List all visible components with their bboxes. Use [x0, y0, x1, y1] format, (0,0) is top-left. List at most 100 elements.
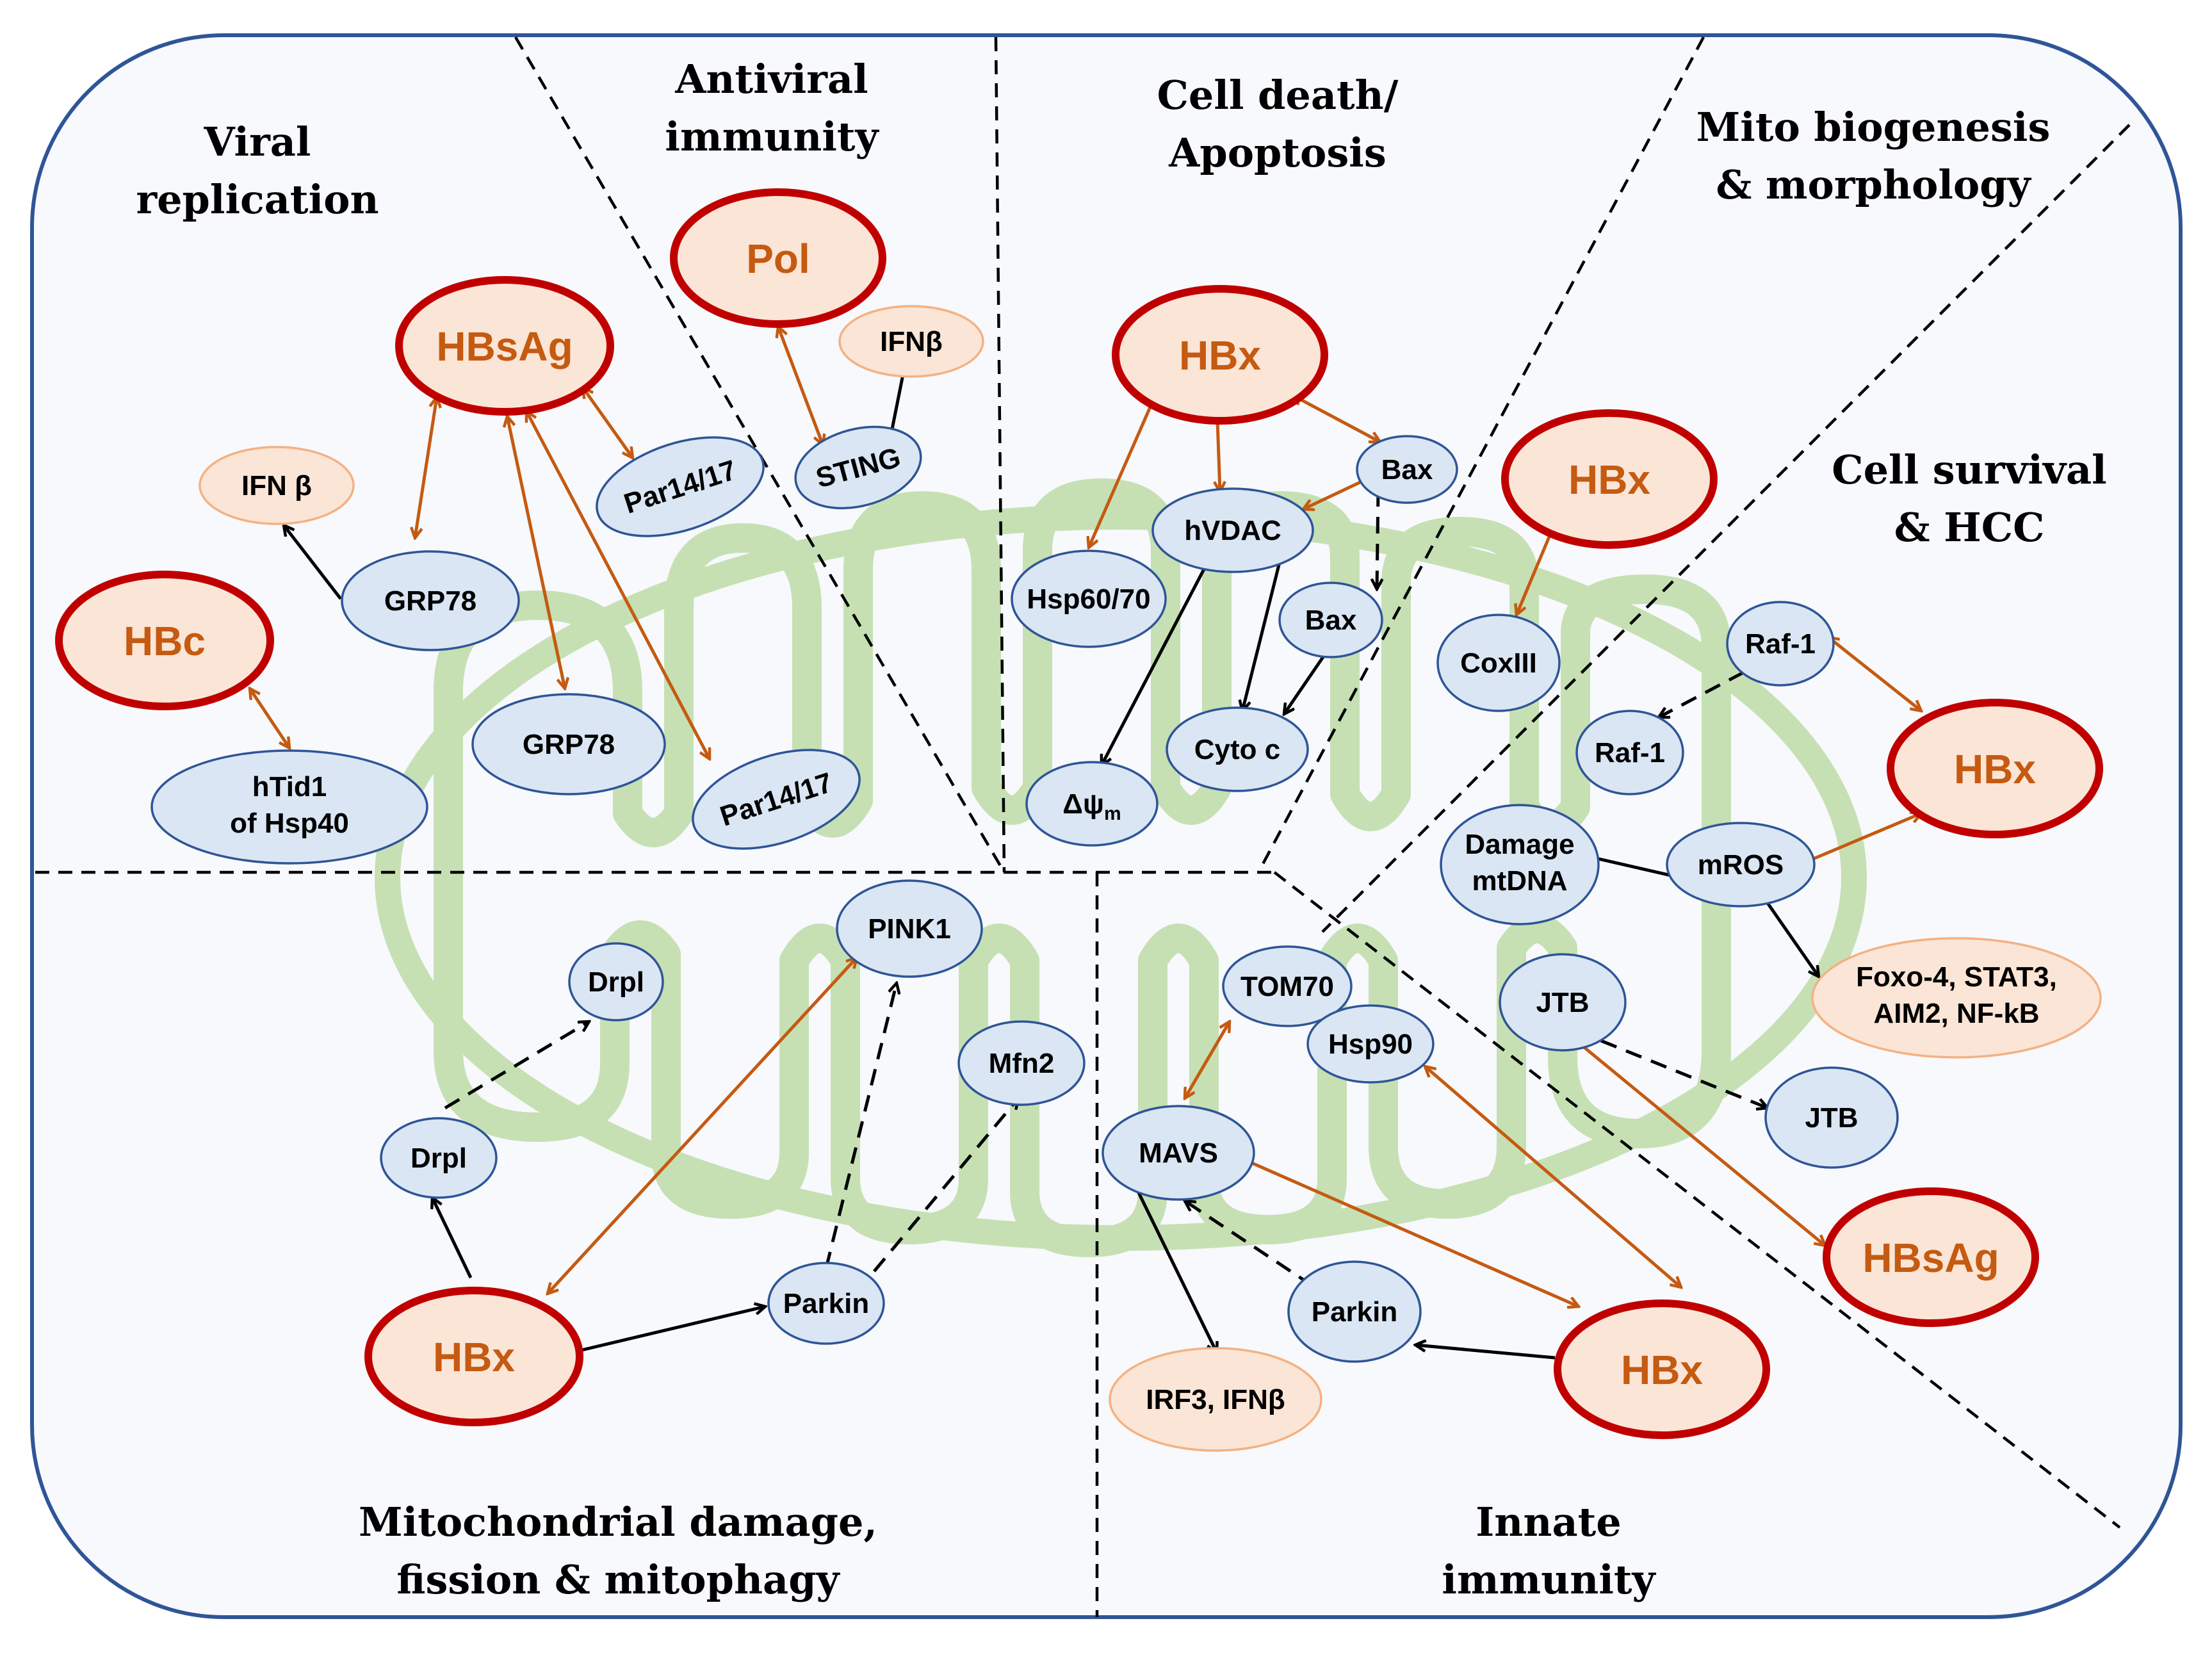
hsp90-node: Hsp90	[1306, 1004, 1435, 1084]
irf3-label: IRF3, IFNβ	[1146, 1384, 1285, 1415]
hbx-label-mito-damage: HBx	[433, 1334, 515, 1380]
pink1-node: PINK1	[836, 879, 983, 978]
activation-arrows	[284, 343, 1819, 1360]
coxiii-label: CoxIII	[1460, 647, 1537, 679]
hsp6070-node: Hsp60/70	[1011, 550, 1167, 648]
htid1-label-line2: of Hsp40	[230, 808, 349, 839]
bax-node-a: Bax	[1356, 435, 1458, 504]
pol-label: Pol	[746, 236, 810, 282]
bax-label-a: Bax	[1381, 454, 1433, 485]
ifnb-node-b: IFNβ	[838, 305, 984, 378]
section-titles: Viral replication Antiviral immunity Cel…	[136, 56, 2106, 1603]
title-mito-damage-1: Mitochondrial damage,	[359, 1499, 877, 1545]
hvdac-label: hVDAC	[1184, 515, 1281, 546]
title-antiviral-immunity-2: immunity	[665, 113, 879, 160]
hbx-label-innate-immunity: HBx	[1621, 1347, 1703, 1393]
hsp6070-label: Hsp60/70	[1027, 583, 1150, 615]
hbx-node-mito-damage: HBx	[364, 1287, 583, 1426]
par14-node-a: Par14/17	[596, 436, 765, 537]
hbsag-label-replication: HBsAg	[436, 323, 573, 370]
hvdac-node: hVDAC	[1151, 487, 1314, 573]
title-mito-damage-2: fission & mitophagy	[396, 1556, 840, 1603]
htid1-label-line1: hTid1	[252, 771, 327, 802]
grp78-label-b: GRP78	[523, 729, 615, 760]
hbx-label-cell-death: HBx	[1179, 332, 1261, 379]
hbx-node-mito-biogenesis: HBx	[1501, 409, 1718, 549]
cytoc-node: Cyto c	[1166, 706, 1309, 792]
title-cell-survival-2: & HCC	[1894, 504, 2045, 551]
title-viral-replication-2: replication	[136, 176, 378, 223]
svg-text:Δψm: Δψm	[1062, 788, 1121, 824]
parkin-node-b: Parkin	[1287, 1260, 1422, 1363]
mfn2-label: Mfn2	[989, 1048, 1055, 1079]
hbsag-node-replication: HBsAg	[395, 276, 614, 416]
ifnb-label-b: IFNβ	[880, 326, 943, 357]
htid1-node: hTid1 of Hsp40	[150, 749, 428, 865]
drpl-node-a: Drpl	[568, 942, 664, 1022]
viral-proteins: HBsAg Pol HBc HBx HBx HBx HBx HBx	[55, 188, 2103, 1439]
grp78-node-b: GRP78	[471, 693, 666, 795]
title-innate-immunity-2: immunity	[1442, 1556, 1656, 1603]
irf3-node: IRF3, IFNβ	[1109, 1347, 1322, 1452]
parkin-label-b: Parkin	[1312, 1296, 1398, 1328]
hbx-node-cell-death: HBx	[1112, 285, 1328, 425]
jtb-label-a: JTB	[1536, 987, 1589, 1018]
dpsi-label: Δψ	[1062, 788, 1104, 820]
bax-node-b: Bax	[1278, 582, 1383, 658]
raf1-label-b: Raf-1	[1595, 737, 1665, 769]
drpl-label-a: Drpl	[588, 966, 644, 998]
ifnb-label-a: IFN β	[241, 470, 312, 501]
jtb-label-b: JTB	[1805, 1102, 1858, 1134]
damage-mtdna-node: Damage mtDNA	[1440, 804, 1600, 925]
hbx-label-cell-survival: HBx	[1954, 746, 2036, 792]
mavs-node: MAVS	[1102, 1105, 1255, 1201]
mros-label: mROS	[1698, 849, 1784, 881]
title-innate-immunity-1: Innate	[1476, 1499, 1621, 1545]
jtb-node-a: JTB	[1499, 953, 1627, 1052]
indirect-arrows	[444, 489, 1768, 1288]
mfn2-node: Mfn2	[957, 1020, 1086, 1106]
title-mito-biogenesis-2: & morphology	[1716, 161, 2031, 208]
mros-node: mROS	[1666, 822, 1816, 908]
parkin-label-a: Parkin	[783, 1288, 870, 1319]
pink1-label: PINK1	[868, 913, 951, 945]
tom70-node: TOM70	[1222, 945, 1353, 1027]
outputs: IFN β IFNβ Foxo-4, STAT3, AIM2, NF-kB IR…	[199, 305, 2102, 1452]
mavs-label: MAVS	[1139, 1137, 1218, 1169]
grp78-label-a: GRP78	[384, 585, 476, 617]
par14-node-b: Par14/17	[692, 749, 861, 850]
title-cell-death-1: Cell death/	[1157, 72, 1399, 118]
sting-node: STING	[794, 425, 922, 510]
hbsag-label-cell-survival: HBsAg	[1862, 1235, 1999, 1281]
ifnb-node-a: IFN β	[199, 446, 355, 525]
cytoc-label: Cyto c	[1194, 734, 1280, 765]
title-antiviral-immunity-1: Antiviral	[674, 56, 868, 102]
hbx-node-innate-immunity: HBx	[1554, 1299, 1770, 1439]
title-cell-survival-1: Cell survival	[1832, 446, 2106, 493]
title-viral-replication-1: Viral	[204, 118, 311, 165]
drpl-label-b: Drpl	[411, 1143, 467, 1174]
raf1-label-a: Raf-1	[1745, 628, 1816, 660]
jtb-node-b: JTB	[1764, 1066, 1899, 1169]
tom70-label: TOM70	[1240, 971, 1334, 1002]
foxo-node: Foxo-4, STAT3, AIM2, NF-kB	[1811, 937, 2102, 1059]
raf1-node-b: Raf-1	[1575, 710, 1684, 795]
damage-mtdna-label-line2: mtDNA	[1472, 865, 1567, 897]
host-factors: GRP78 GRP78 Par14/17 Par14/17 hTid1 of H…	[150, 425, 1899, 1363]
title-mito-biogenesis-1: Mito biogenesis	[1696, 104, 2051, 151]
title-cell-death-2: Apoptosis	[1168, 129, 1387, 176]
hbsag-node-cell-survival: HBsAg	[1823, 1187, 2039, 1327]
damage-mtdna-label-line1: Damage	[1465, 829, 1574, 860]
dpsi-node: Δψm	[1025, 761, 1159, 847]
parkin-node-a: Parkin	[767, 1262, 885, 1345]
raf1-node-a: Raf-1	[1726, 601, 1835, 687]
pol-node: Pol	[670, 188, 886, 328]
interaction-arrows	[250, 327, 1921, 1307]
hbc-node: HBc	[55, 571, 274, 710]
grp78-node-a: GRP78	[341, 550, 520, 651]
drpl-node-b: Drpl	[380, 1117, 498, 1199]
hbc-label: HBc	[124, 618, 206, 664]
coxiii-node: CoxIII	[1436, 614, 1561, 712]
dpsi-subscript: m	[1104, 803, 1121, 824]
